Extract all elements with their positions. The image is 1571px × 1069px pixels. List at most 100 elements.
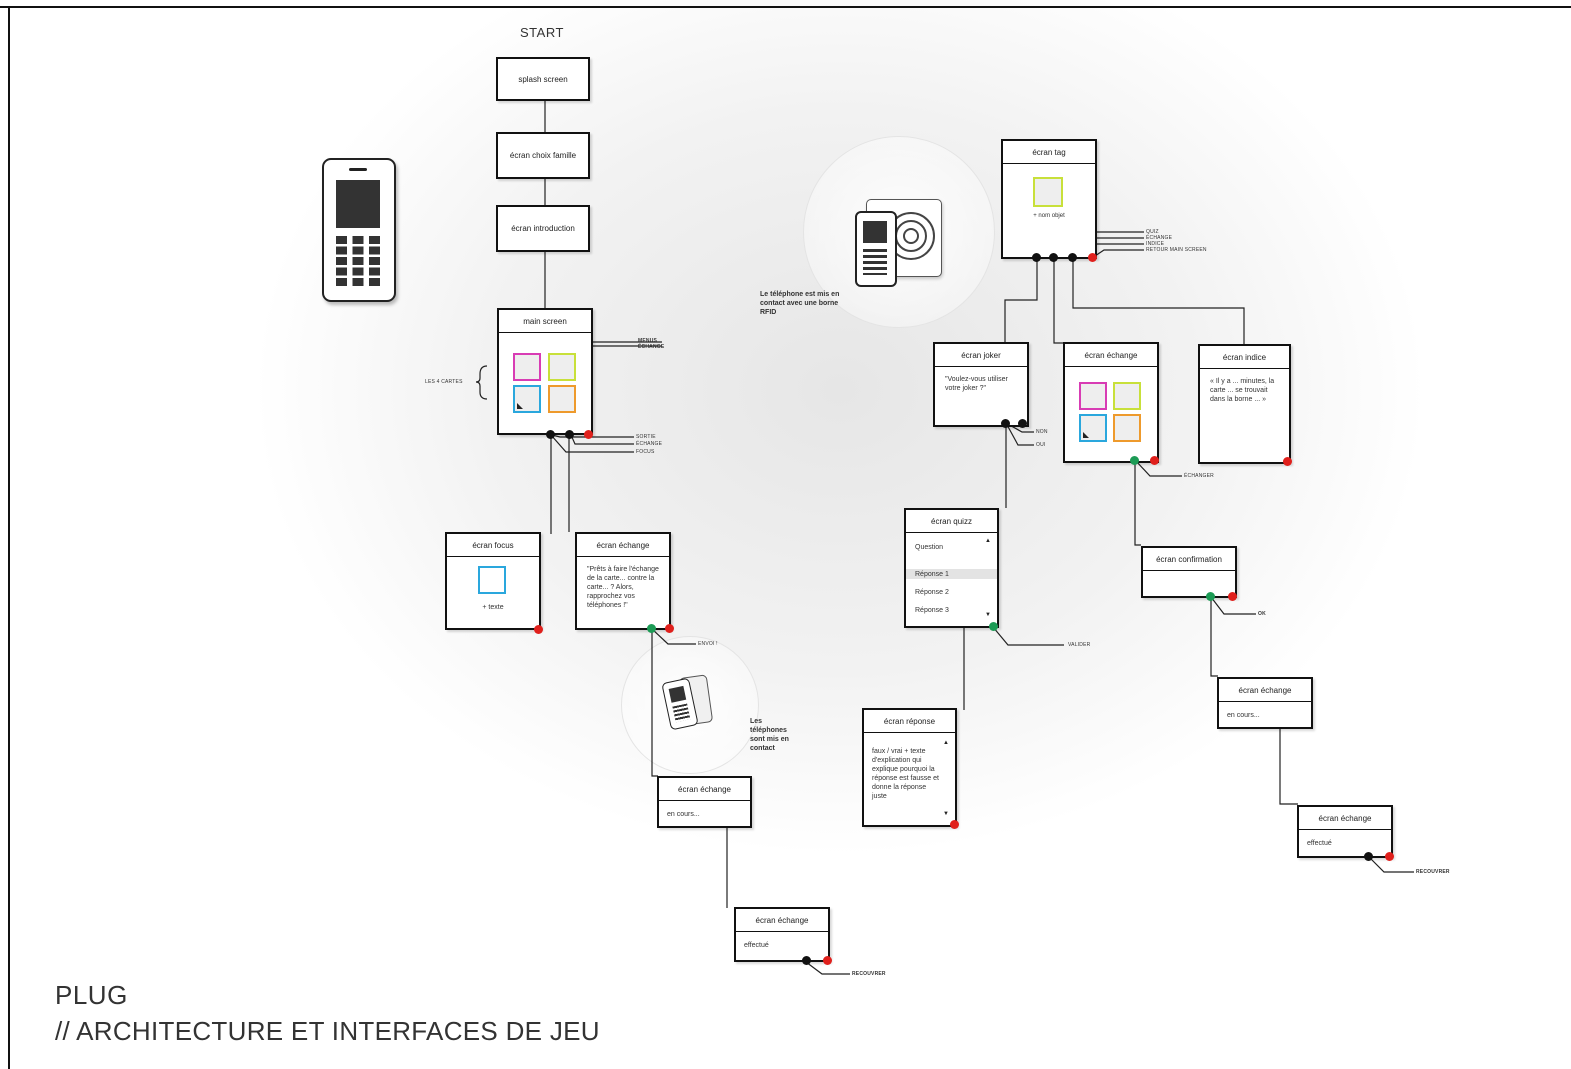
confirmation-screen-title: écran confirmation <box>1143 548 1235 571</box>
card-magenta <box>513 353 541 381</box>
quizz-answer-3[interactable]: Réponse 3 <box>915 607 949 614</box>
quizz-screen-title: écran quizz <box>906 510 997 533</box>
main-echange-label: ÉCHANGE <box>636 441 663 447</box>
echange-dot-envoi <box>647 624 656 633</box>
card-corner-icon <box>517 403 523 409</box>
tag-dot-indice <box>1068 253 1077 262</box>
start-label: START <box>520 25 564 40</box>
quizz-question: Question <box>915 544 944 551</box>
focus-text: + texte <box>482 604 504 611</box>
card-cyan <box>513 385 541 413</box>
indice-screen-title: écran indice <box>1200 346 1289 369</box>
main-dot-focus <box>565 430 574 439</box>
indice-screen-text: « Il y a ... minutes, la carte ... se tr… <box>1210 378 1275 403</box>
right-card-lime <box>1113 382 1141 410</box>
encours-screen-text-right: en cours... <box>1227 712 1260 719</box>
phones-contact-note: Les téléphones sont mis en contact <box>750 718 789 752</box>
effectue-red-dot-right <box>1385 852 1394 861</box>
effectue-screen-text-left: effectué <box>744 942 769 949</box>
tag-retour-label: RETOUR MAIN SCREEN <box>1146 247 1207 253</box>
right-card-orange <box>1113 414 1141 442</box>
quizz-dot-valider <box>989 622 998 631</box>
effectue-red-dot-left <box>823 956 832 965</box>
effectue-screen-box-left: écran échange effectué <box>734 907 830 962</box>
quizz-answer-highlight <box>906 569 997 579</box>
frame-left-border <box>8 6 10 1069</box>
main-sortie-label: SORTIE <box>636 434 656 440</box>
tag-screen-title: écran tag <box>1003 141 1095 164</box>
cards-label: LES 4 CARTES <box>425 379 463 385</box>
encours-screen-box-left: écran échange en cours... <box>657 776 752 828</box>
tag-indice-label: INDICE <box>1146 241 1165 247</box>
introduction-title: écran introduction <box>511 224 575 233</box>
quizz-scroll-down-icon[interactable]: ▼ <box>985 612 991 618</box>
recouvrer-label-left: RECOUVRER <box>852 971 886 977</box>
encours-screen-box-right: écran échange en cours... <box>1217 677 1313 729</box>
focus-dot <box>534 625 543 634</box>
echange-dot-right <box>1150 456 1159 465</box>
confirmation-dot-ok <box>1206 592 1215 601</box>
introduction-box: écran introduction <box>496 205 590 252</box>
phones-contact-icon <box>661 674 720 731</box>
splash-screen-title: splash screen <box>518 74 568 84</box>
quizz-answer-2[interactable]: Réponse 2 <box>915 589 949 596</box>
recouvrer-label-right: RECOUVRER <box>1416 869 1450 875</box>
tag-text: + nom objet <box>1033 213 1065 219</box>
reponse-screen-title: écran réponse <box>864 710 955 733</box>
main-screen-box: main screen <box>497 308 593 435</box>
encours-screen-title-left: écran échange <box>659 778 750 801</box>
effectue-screen-title-right: écran échange <box>1299 807 1391 830</box>
reponse-screen-box: écran réponse ▲ faux / vrai + texte d'ex… <box>862 708 957 827</box>
effectue-screen-title-left: écran échange <box>736 909 828 932</box>
joker-dot-oui <box>1001 419 1010 428</box>
tag-quiz-label: QUIZ <box>1146 229 1159 235</box>
reponse-scroll-down-icon[interactable]: ▼ <box>943 811 949 817</box>
echange-screen-text-left: "Prêts à faire l'échange de la carte... … <box>587 566 659 609</box>
indice-dot <box>1283 457 1292 466</box>
effectue-dot-left <box>802 956 811 965</box>
echange-screen-box-left: écran échange "Prêts à faire l'échange d… <box>575 532 671 630</box>
right-card-cyan <box>1079 414 1107 442</box>
reponse-screen-text: faux / vrai + texte d'explication qui ex… <box>872 748 939 800</box>
card-orange <box>548 385 576 413</box>
main-echange-top-label: ÉCHANGE <box>638 344 665 350</box>
main-focus-label: FOCUS <box>636 449 655 455</box>
indice-screen-box: écran indice « Il y a ... minutes, la ca… <box>1198 344 1291 464</box>
confirmation-screen-box: écran confirmation <box>1141 546 1237 598</box>
main-dot-echange <box>546 430 555 439</box>
encours-screen-text-left: en cours... <box>667 811 700 818</box>
joker-screen-title: écran joker <box>935 344 1027 367</box>
joker-oui-label: OUI <box>1036 442 1046 448</box>
page-subtitle: // ARCHITECTURE ET INTERFACES DE JEU <box>55 1016 600 1046</box>
rfid-contact-note: Le téléphone est mis en contact avec une… <box>760 291 840 316</box>
page-title: PLUG <box>55 980 128 1010</box>
mobile-phone-icon <box>322 158 396 302</box>
quizz-answer-1[interactable]: Réponse 1 <box>915 571 949 578</box>
echange-screen-title-left: écran échange <box>577 534 669 557</box>
right-card-corner-icon <box>1083 432 1089 438</box>
focus-screen-box: écran focus + texte <box>445 532 541 630</box>
frame-top-border <box>0 6 1571 8</box>
reponse-scroll-up-icon[interactable]: ▲ <box>943 740 949 746</box>
effectue-dot-right <box>1364 852 1373 861</box>
tag-dot-retour <box>1088 253 1097 262</box>
echange-screen-box-right: écran échange <box>1063 342 1159 463</box>
ok-label: OK <box>1258 611 1266 617</box>
tag-dot-quiz <box>1032 253 1041 262</box>
echange-screen-title-right: écran échange <box>1065 344 1157 367</box>
reponse-dot <box>950 820 959 829</box>
quizz-scroll-up-icon[interactable]: ▲ <box>985 538 991 544</box>
tag-echange-label: ÉCHANGE <box>1146 235 1173 241</box>
valider-label: VALIDER <box>1068 642 1091 648</box>
encours-screen-title-right: écran échange <box>1219 679 1311 702</box>
splash-screen-box: splash screen <box>496 57 590 101</box>
focus-screen-title: écran focus <box>447 534 539 557</box>
tag-screen-box: écran tag + nom objet <box>1001 139 1097 259</box>
tag-dot-echange <box>1049 253 1058 262</box>
focus-card <box>478 566 506 594</box>
effectue-screen-box-right: écran échange effectué <box>1297 805 1393 858</box>
quizz-screen-box: écran quizz Question ▲ Réponse 1 Réponse… <box>904 508 999 628</box>
effectue-screen-text-right: effectué <box>1307 840 1332 847</box>
joker-screen-text: "Voulez-vous utiliser votre joker ?" <box>945 376 1008 392</box>
main-menus-label: MENUS <box>638 338 658 344</box>
